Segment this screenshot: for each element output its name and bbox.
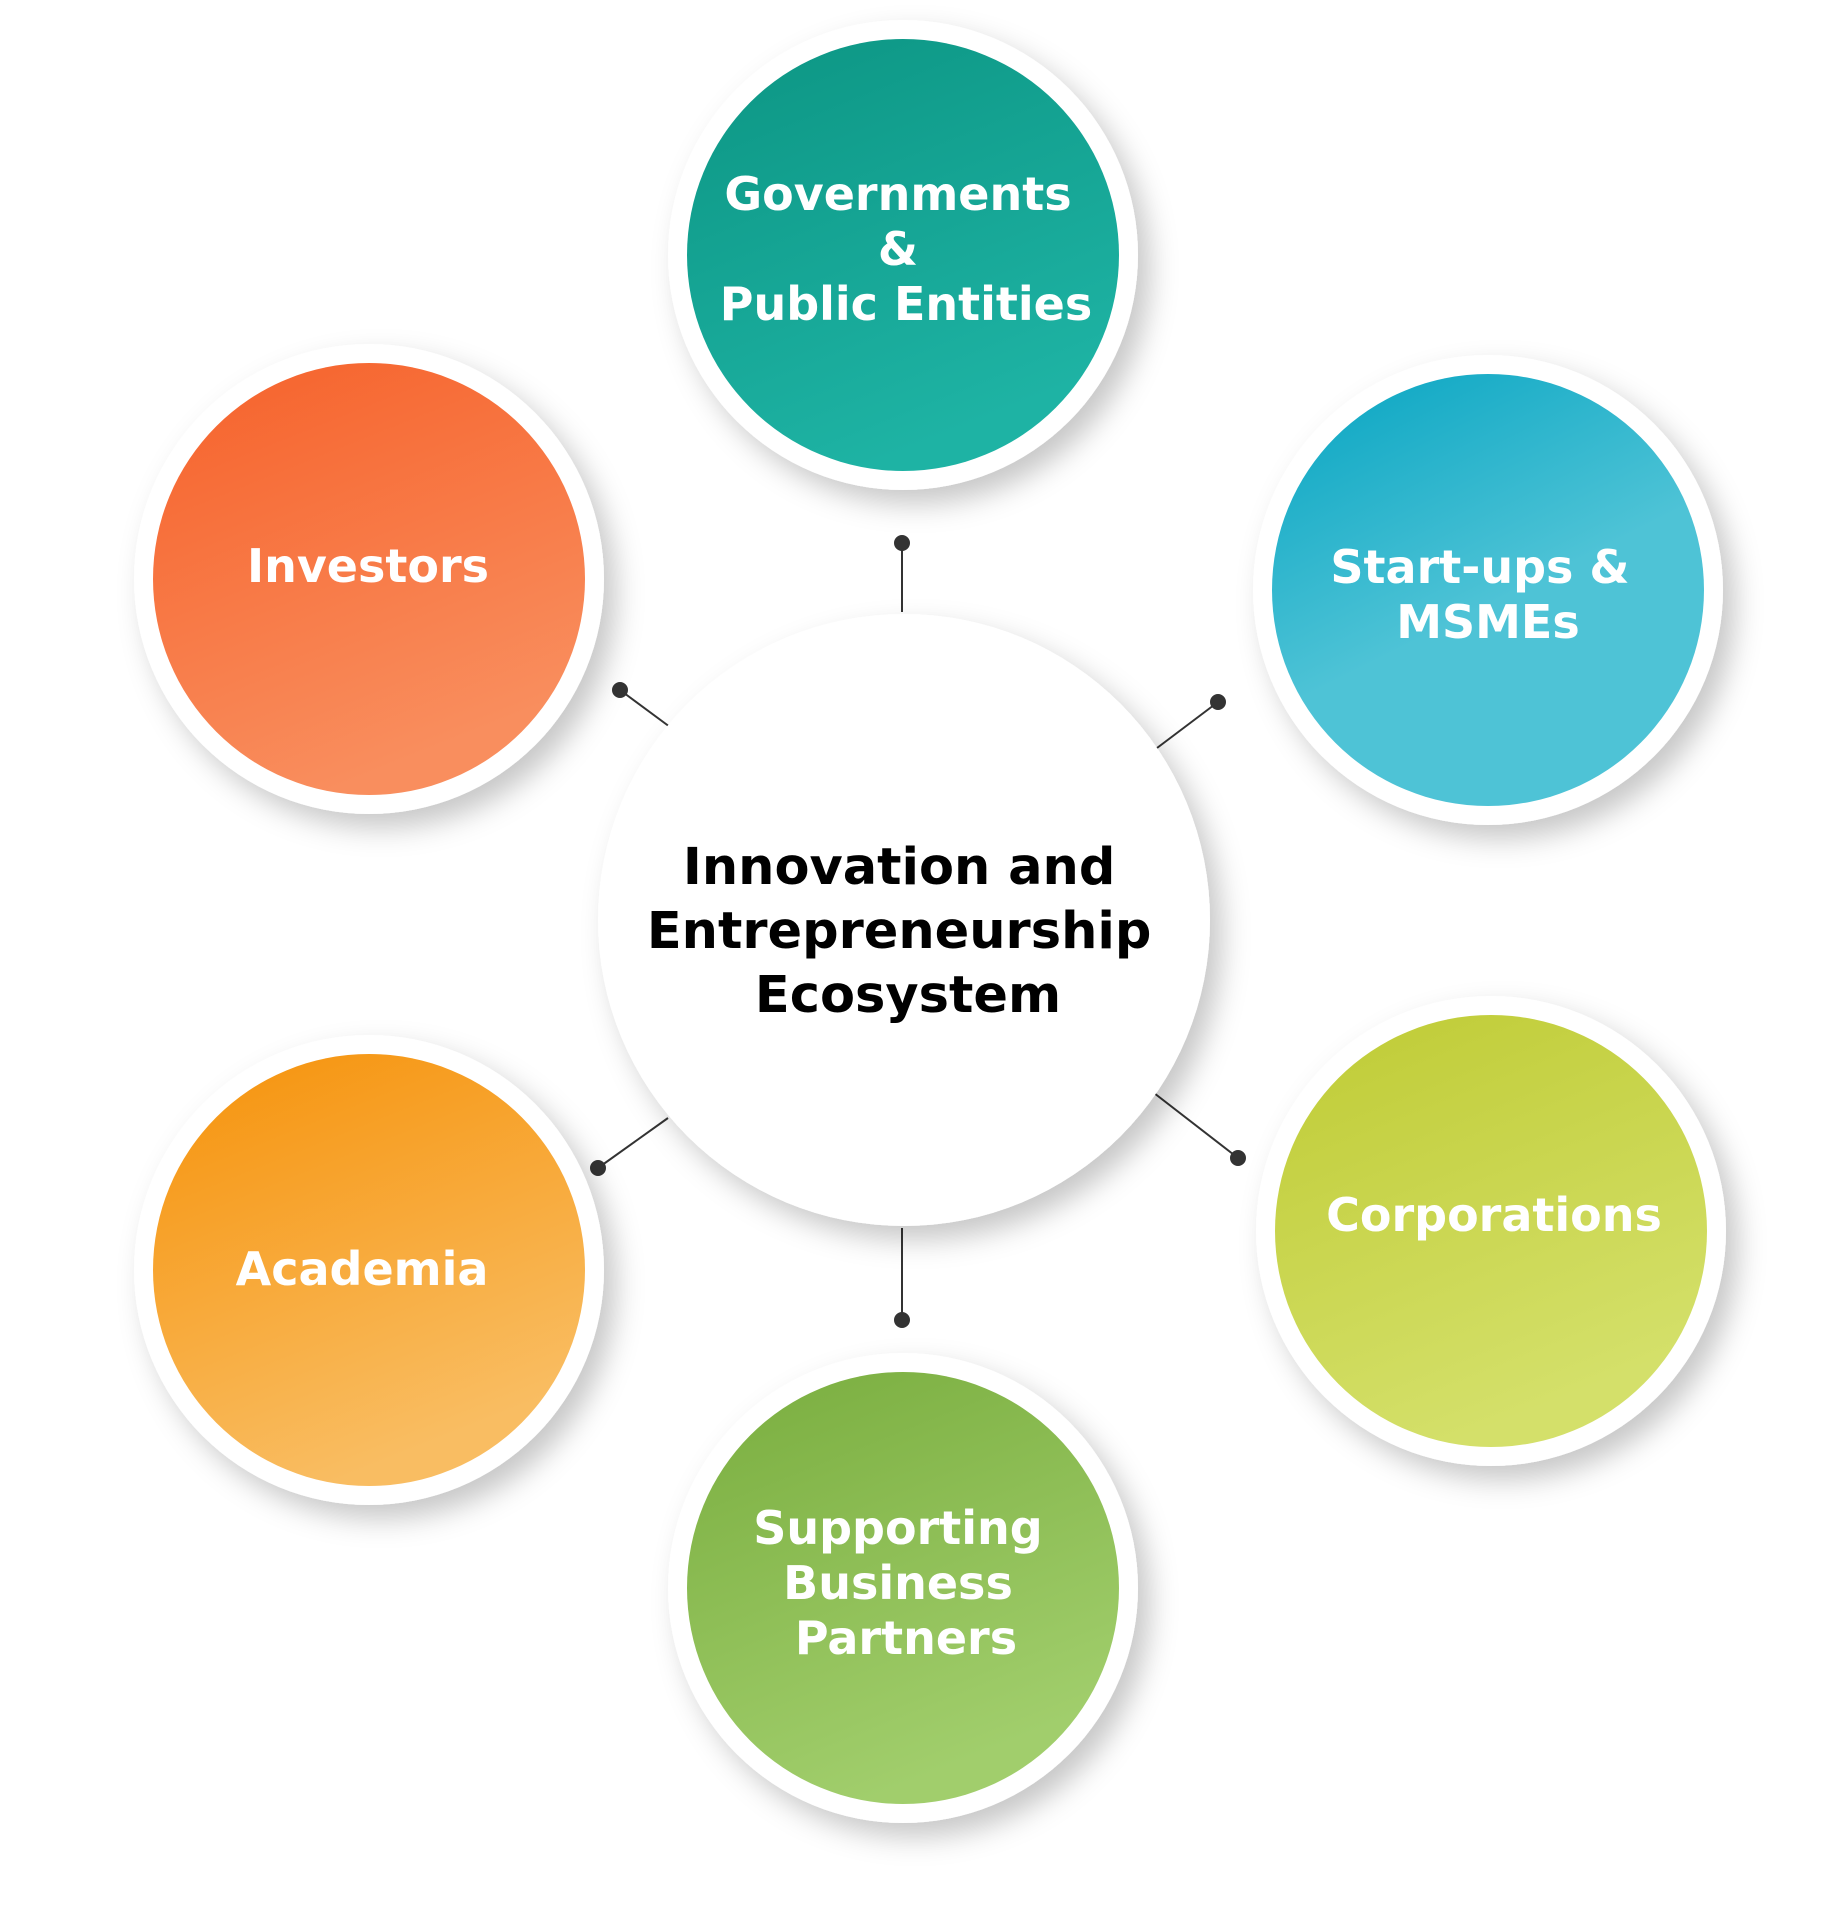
connector-academia — [590, 1117, 669, 1176]
node-governments: Governments & Public Entities — [668, 20, 1138, 490]
center-title-line: Entrepreneurship — [647, 902, 1152, 961]
connector-supporting-partners — [894, 1228, 910, 1328]
node-startups: Start-ups & MSMEs — [1253, 355, 1723, 825]
node-academia-label: Academia — [236, 1242, 489, 1296]
node-label-line: Investors — [247, 539, 489, 593]
node-label-line: Governments — [724, 167, 1071, 221]
node-label-line: Start-ups & — [1330, 540, 1629, 594]
node-academia: Academia — [134, 1035, 604, 1505]
connector-startups — [1156, 694, 1226, 749]
connector-corporations — [1153, 1092, 1246, 1166]
center-title: Innovation and Entrepreneurship Ecosyste… — [647, 838, 1169, 1025]
node-label-line: & — [878, 222, 918, 276]
node-label-line: Supporting — [753, 1501, 1042, 1555]
node-startups-label: Start-ups & MSMEs — [1330, 540, 1645, 649]
node-investors-label: Investors — [247, 539, 489, 593]
node-governments-label: Governments & Public Entities — [720, 167, 1092, 331]
center-title-line: Ecosystem — [755, 966, 1061, 1025]
connectors — [590, 535, 1246, 1328]
node-label-line: Partners — [795, 1611, 1017, 1665]
node-label-line: Business — [783, 1556, 1013, 1610]
center-title-line: Innovation and — [683, 838, 1115, 897]
connector-governments — [894, 535, 910, 612]
node-supporting-partners: Supporting Business Partners — [668, 1353, 1138, 1823]
center-node: Innovation and Entrepreneurship Ecosyste… — [598, 614, 1210, 1226]
node-corporations: Corporations — [1256, 996, 1726, 1466]
node-corporations-label: Corporations — [1326, 1188, 1662, 1242]
node-label-line: Academia — [236, 1242, 489, 1296]
node-investors: Investors — [134, 344, 604, 814]
node-supporting-partners-label: Supporting Business Partners — [753, 1501, 1058, 1665]
connector-investors — [612, 682, 671, 728]
node-label-line: Public Entities — [720, 277, 1092, 331]
node-label-line: MSMEs — [1396, 595, 1579, 649]
node-label-line: Corporations — [1326, 1188, 1662, 1242]
